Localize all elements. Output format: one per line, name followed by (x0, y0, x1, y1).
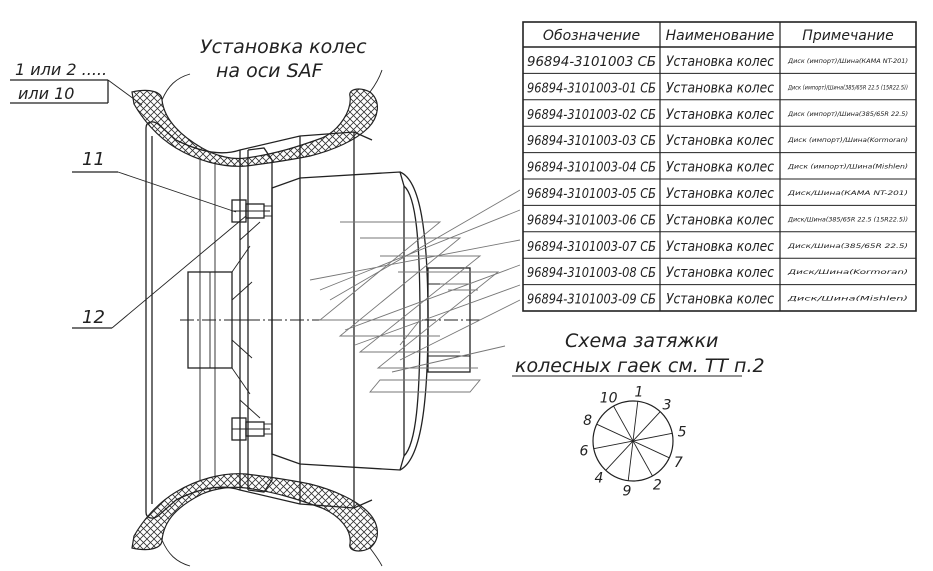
bolt-order-4: 4 (595, 471, 604, 487)
tire-section-top (131, 88, 378, 167)
table-cell-note: Диск/Шина(385/65R 22.5 (15R22.5)) (787, 216, 908, 223)
bolt-order-2: 2 (653, 478, 662, 494)
tightening-circle-diagram: 1 2 3 4 5 6 7 8 9 10 (579, 384, 686, 499)
table-cell-designation: 96894-3101003-05 СБ (527, 187, 656, 202)
table-cell-designation: 96894-3101003-06 СБ (527, 213, 656, 228)
table-cell-designation: 96894-3101003 СБ (527, 55, 656, 70)
table-header-2: Примечание (802, 28, 893, 44)
bolt-order-5: 5 (678, 424, 687, 440)
table-cell-note: Диск/Шина(385/65R 22.5) (787, 243, 908, 250)
table-cell-designation: 96894-3101003-09 СБ (527, 293, 656, 308)
table-cell-note: Диск/Шина(КАМА NT-201) (787, 190, 908, 197)
part-leaders: 11 12 (72, 149, 247, 329)
table-cell-name: Установка колес (666, 186, 774, 202)
table-cell-note: Диск (импорт)/Шина(Kormoran) (787, 137, 908, 144)
wheel-section (131, 69, 480, 567)
scheme-title-line1: Схема затяжки (565, 330, 718, 352)
scheme-title-line2: колесных гаек см. ТТ п.2 (515, 355, 765, 377)
wheel-bolt-bottom (231, 417, 272, 441)
callout-line1: 1 или 2 ..... (15, 60, 107, 79)
tire-section-bottom (131, 473, 378, 552)
part-12-label: 12 (82, 307, 105, 328)
table-cell-note: Диск (импорт)/Шина(Mishlen) (787, 164, 908, 171)
drawing-title-line1: Установка колес (200, 36, 367, 58)
table-cell-designation: 96894-3101003-08 СБ (527, 266, 656, 281)
table-cell-name: Установка колес (666, 54, 774, 70)
table-cell-designation: 96894-3101003-03 СБ (527, 134, 656, 149)
table-cell-name: Установка колес (666, 133, 774, 149)
table-leader-fan (309, 189, 521, 393)
table-cell-note: Диск (импорт)/Шина(385/65R 22.5) (787, 111, 908, 118)
bolt-order-6: 6 (579, 444, 588, 460)
table-cell-note: Диск (импорт)/Шина(КАМА NT-201) (787, 58, 908, 65)
table-cell-name: Установка колес (666, 160, 774, 176)
bolt-order-10: 10 (600, 390, 618, 406)
table-cell-designation: 96894-3101003-02 СБ (527, 108, 656, 123)
part-11-label: 11 (82, 149, 105, 170)
tightening-scheme: Схема затяжки колесных гаек см. ТТ п.2 1… (512, 330, 765, 500)
bolt-order-8: 8 (583, 413, 592, 429)
table-cell-name: Установка колес (666, 265, 774, 281)
table-header-0: Обозначение (543, 28, 640, 44)
table-cell-designation: 96894-3101003-04 СБ (527, 161, 656, 176)
wheel-bolt-top (231, 199, 272, 223)
bolt-order-3: 3 (663, 397, 672, 413)
table-cell-name: Установка колес (666, 212, 774, 228)
table-cell-note: Диск/Шина(Kormoran) (786, 269, 908, 276)
table-cell-designation: 96894-3101003-01 СБ (527, 81, 656, 96)
bolt-order-9: 9 (623, 484, 632, 500)
callout-line2: или 10 (18, 84, 74, 103)
variant-callout: 1 или 2 ..... или 10 (10, 60, 143, 106)
table-cell-designation: 96894-3101003-07 СБ (527, 240, 656, 255)
table-cell-name: Установка колес (666, 107, 774, 123)
table-header-1: Наименование (666, 28, 775, 44)
table-cell-note: Диск/Шина(Mishlen) (786, 296, 908, 303)
drawing-title-line2: на оси SAF (216, 60, 324, 82)
table-cell-name: Установка колес (666, 239, 774, 255)
bolt-order-1: 1 (635, 384, 644, 400)
table-cell-note: Диск (импорт)/Шина(385/65R 22.5 (15R22.5… (787, 84, 908, 91)
table-cell-name: Установка колес (666, 80, 774, 96)
hub-body (271, 171, 405, 471)
parts-table: Обозначение Наименование Примечание 96894-3… (522, 21, 917, 312)
table-cell-name: Установка колес (666, 292, 774, 308)
bolt-order-7: 7 (674, 455, 683, 471)
